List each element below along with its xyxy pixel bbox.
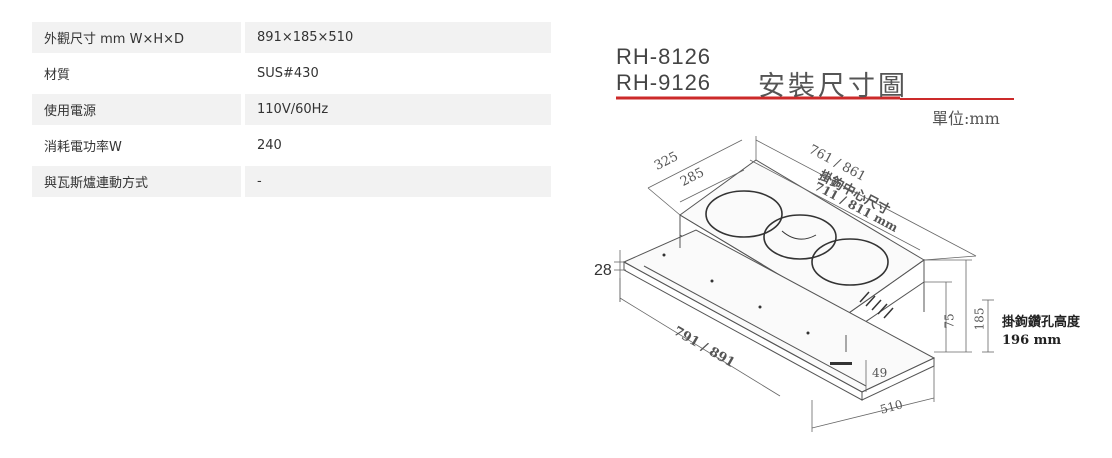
spec-value: 240 [245, 130, 551, 161]
unit-label: 單位:mm [932, 109, 1000, 128]
spec-label: 與瓦斯爐連動方式 [32, 166, 245, 197]
hood-outline [622, 159, 936, 401]
spec-label: 外觀尺寸 mm W×H×D [32, 22, 245, 53]
spec-row-dimensions: 外觀尺寸 mm W×H×D 891×185×510 [32, 22, 551, 53]
spec-value: 110V/60Hz [245, 94, 551, 125]
panel-dots [662, 253, 810, 335]
control-strip [830, 362, 852, 365]
installation-diagram: RH-8126 RH-9126 安裝尺寸圖 單位:mm 325 285 761 … [584, 30, 1104, 450]
fan-blade [781, 230, 817, 240]
dimension-lines [614, 136, 994, 432]
spec-row-material: 材質 SUS#430 [32, 58, 551, 89]
hood-drawing [614, 96, 1014, 432]
diagram-title: 安裝尺寸圖 [758, 71, 908, 102]
dim-28: 28 [594, 262, 612, 279]
model-number-1: RH-8126 [616, 44, 712, 69]
spec-value: - [245, 166, 551, 197]
spec-label: 使用電源 [32, 94, 245, 125]
spec-value: SUS#430 [245, 58, 551, 89]
spec-row-power-consumption: 消耗電功率W 240 [32, 130, 551, 161]
spec-label: 消耗電功率W [32, 130, 245, 161]
model-number-2: RH-9126 [616, 70, 712, 95]
spec-value: 891×185×510 [245, 22, 551, 53]
hook-hole-height-note: 掛鉤鑽孔高度 196 mm [1002, 315, 1081, 348]
dim-185: 185 [972, 307, 987, 331]
spec-row-power-supply: 使用電源 110V/60Hz [32, 94, 551, 125]
spec-row-stove-linkage: 與瓦斯爐連動方式 - [32, 166, 551, 197]
dim-49: 49 [872, 366, 888, 380]
fan-openings [705, 190, 889, 286]
spec-table: 外觀尺寸 mm W×H×D 891×185×510 材質 SUS#430 使用電… [32, 17, 551, 202]
dim-75: 75 [942, 313, 957, 329]
spec-label: 材質 [32, 58, 245, 89]
